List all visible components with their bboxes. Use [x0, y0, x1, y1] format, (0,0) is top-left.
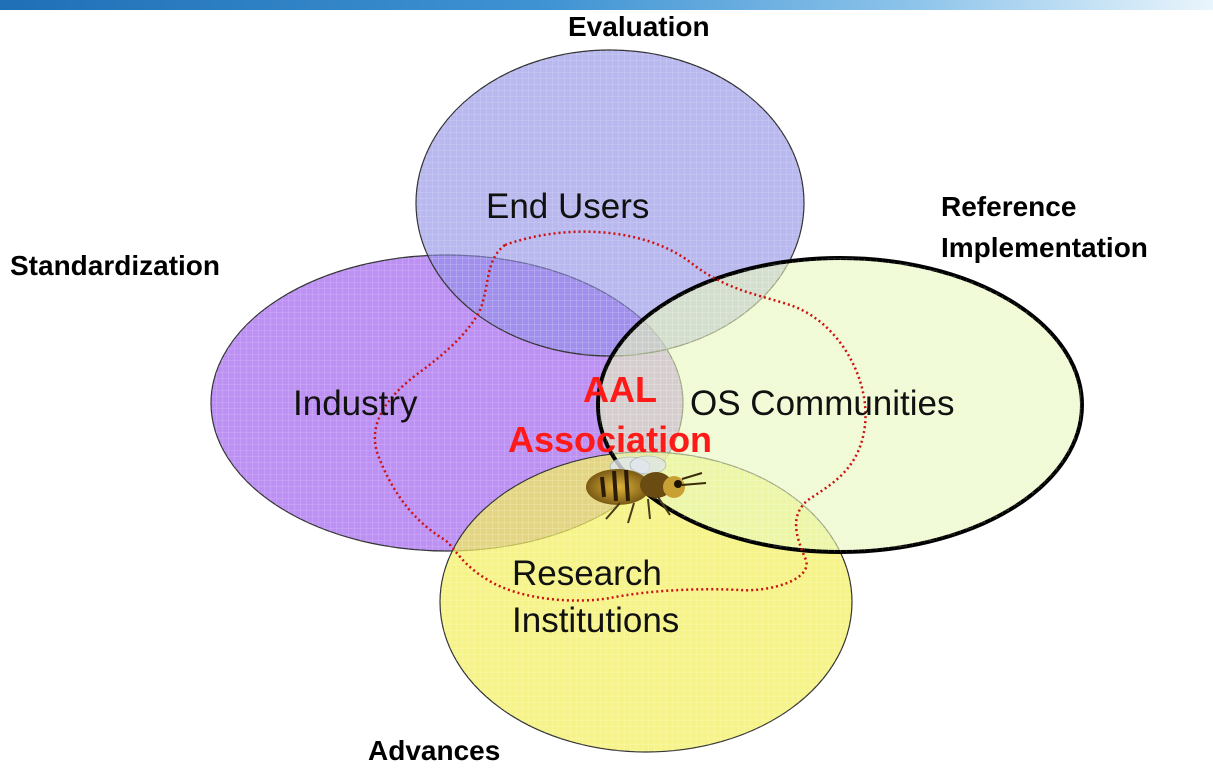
standardization-label: Standardization [10, 250, 221, 281]
implementation-label: Implementation [941, 232, 1148, 263]
institutions-label: Institutions [512, 601, 680, 640]
os-communities-label: OS Communities [690, 384, 955, 423]
end-users-label: End Users [486, 187, 650, 226]
aal-label: AAL [583, 369, 657, 410]
wasp-icon [586, 455, 707, 524]
industry-label: Industry [293, 384, 418, 423]
reference-label: Reference [941, 191, 1077, 222]
advances-label: Advances [368, 735, 501, 766]
association-label: Association [508, 419, 713, 460]
top-banner-bar [0, 0, 1213, 10]
evaluation-label: Evaluation [568, 11, 710, 42]
research-label: Research [512, 554, 662, 593]
